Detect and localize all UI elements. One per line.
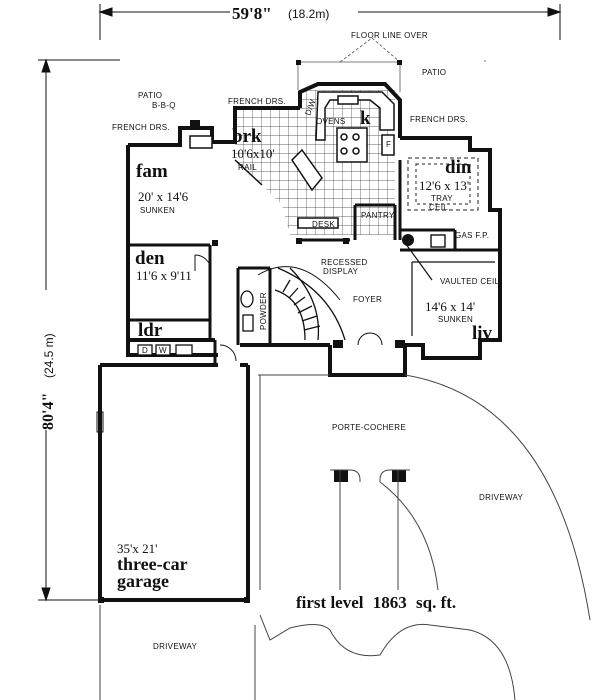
label-vaulted-ceil: VAULTED CEIL. (440, 277, 502, 286)
label-french-drs-fam: FRENCH DRS. (112, 123, 170, 132)
powder-fixtures (240, 290, 254, 332)
structural-blocks (98, 238, 406, 603)
caption-prefix: first level (296, 593, 364, 612)
height-dimension: 80'4" (40, 393, 57, 430)
width-metric: (18.2m) (288, 7, 329, 21)
gas-fireplace (430, 234, 446, 248)
curved-staircase (274, 267, 346, 341)
room-din: din (445, 157, 472, 178)
label-rail: RAIL (238, 163, 257, 172)
label-tray-1: TRAY (431, 194, 453, 203)
width-dimension: 59'8" (232, 4, 272, 23)
breakfast-rail (234, 159, 263, 186)
label-desk: DESK (312, 220, 335, 229)
caption: first level 1863 sq. ft. (296, 593, 456, 612)
driveway-outline (99, 374, 591, 700)
room-ldr: ldr (138, 320, 163, 341)
recessed-display-arc (257, 266, 341, 301)
label-sunken-fam: SUNKEN (140, 206, 175, 215)
room-fam: fam (136, 161, 168, 182)
room-k: k (360, 108, 371, 129)
patio-outline (297, 37, 486, 92)
room-den-size: 11'6 x 9'11 (136, 268, 192, 283)
label-recessed-2: DISPLAY (323, 267, 359, 276)
interior-walls (128, 160, 500, 365)
label-fridge: F (386, 140, 391, 149)
label-driveway-bottom: DRIVEWAY (153, 642, 198, 651)
label-floor-line-over: FLOOR LINE OVER (351, 31, 428, 40)
label-patio-right: PATIO (422, 68, 446, 77)
room-garage-size: 35'x 21' (117, 541, 157, 556)
room-garage-name-2: garage (117, 571, 169, 591)
label-washer: W (159, 346, 167, 355)
door-swings (194, 254, 383, 362)
caption-unit: sq. ft. (416, 593, 456, 612)
family-fireplace (189, 135, 213, 149)
garage-door-marks (96, 411, 104, 433)
label-driveway-right: DRIVEWAY (479, 493, 524, 502)
room-den: den (135, 248, 165, 269)
label-patio-left: PATIO (138, 91, 162, 100)
label-bbq: B-B-Q (152, 101, 176, 110)
label-foyer: FOYER (353, 295, 382, 304)
label-tray-2: CEIL (429, 203, 448, 212)
label-french-drs-din: FRENCH DRS. (410, 115, 468, 124)
room-liv-size: 14'6 x 14' (425, 299, 475, 314)
height-metric: (24.5 m) (42, 333, 56, 378)
label-gas-fp: GAS F.P. (455, 231, 489, 240)
label-pantry: PANTRY (361, 211, 395, 220)
label-ovens: OVENS (316, 117, 346, 126)
label-sunken-liv: SUNKEN (438, 315, 473, 324)
room-garage-name-1: three-car (117, 554, 188, 574)
caption-value: 1863 (373, 593, 407, 612)
room-fam-size: 20' x 14'6 (138, 189, 189, 204)
kitchen-counters (291, 91, 395, 229)
column (402, 234, 414, 246)
vaulted-ceiling-lines (402, 239, 495, 336)
room-liv: liv (472, 323, 493, 344)
label-recessed-1: RECESSED (321, 258, 367, 267)
laundry-appliances (137, 344, 193, 356)
label-dryer: D (142, 346, 148, 355)
label-powder: POWDER (259, 292, 268, 330)
dining-tray-ceiling (407, 157, 479, 211)
bbq-block (190, 120, 200, 130)
room-brk: brk (232, 126, 262, 147)
label-french-drs-brk: FRENCH DRS. (228, 97, 286, 106)
room-din-size: 12'6 x 13' (419, 178, 469, 193)
label-porte-cochere: PORTE-COCHERE (332, 423, 406, 432)
room-brk-size: 10'6x10' (231, 146, 275, 161)
